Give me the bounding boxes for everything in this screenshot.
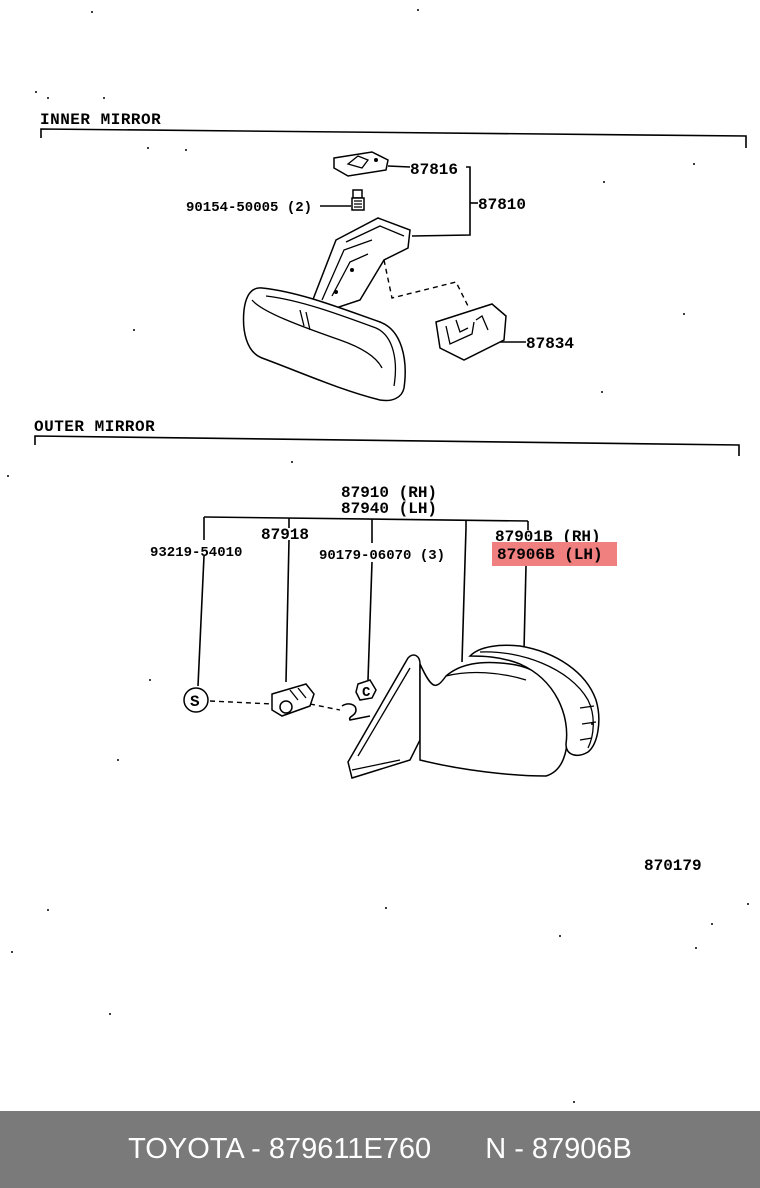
leader-93219 <box>197 555 205 687</box>
part-label-90179: 90179-06070 (3) <box>319 548 445 564</box>
part-label-87910: 87910 (RH) <box>341 484 437 502</box>
outer-mirror-assembly-drawing <box>347 644 600 779</box>
inner-mirror-section: INNER MIRROR 87816 87810 90154-50005 (2) <box>40 111 747 402</box>
part-number-footer: TOYOTA - 879611E760 N - 87906B <box>0 1111 760 1188</box>
outer-section-bracket <box>34 435 740 456</box>
leader-87810 <box>411 166 471 237</box>
leader-87918 <box>285 539 290 683</box>
part-label-87906b: 87906B (LH) <box>497 546 603 564</box>
clip-87816-drawing <box>333 151 389 177</box>
part-label-90154: 90154-50005 (2) <box>186 200 312 216</box>
leader-90179 <box>367 561 373 681</box>
leader-87906b <box>523 565 527 651</box>
leader-87816 <box>387 165 411 168</box>
part-label-87940: 87940 (LH) <box>341 500 437 518</box>
part-label-87810: 87810 <box>478 196 526 214</box>
outer-mirror-section: OUTER MIRROR 87910 (RH) 87940 (LH) 87918… <box>34 418 740 875</box>
inner-mirror-title: INNER MIRROR <box>40 111 161 129</box>
parts-diagram: INNER MIRROR 87816 87810 90154-50005 (2) <box>7 9 749 1103</box>
mirror-stay-drawing <box>311 217 411 311</box>
part-label-87834: 87834 <box>526 335 574 353</box>
symbol-c: C <box>362 685 371 701</box>
diagram-code: 870179 <box>644 857 702 875</box>
symbol-s: S <box>190 693 200 711</box>
symbol-s-drawing: S <box>183 687 209 713</box>
footer-diagram-number: N - 87906B <box>485 1133 632 1165</box>
leader-87910 <box>461 527 467 663</box>
part-label-87901b: 87901B (RH) <box>495 528 601 546</box>
connector-87918-drawing <box>271 683 315 717</box>
screw-90154-drawing <box>351 189 365 211</box>
footer-oem-number: TOYOTA - 879611E760 <box>128 1133 432 1165</box>
part-label-93219: 93219-54010 <box>150 545 242 561</box>
scan-specks <box>7 9 749 1103</box>
part-highlight <box>492 542 617 566</box>
wire-harness <box>341 703 371 721</box>
inner-section-bracket <box>40 128 747 148</box>
part-label-87816: 87816 <box>410 161 458 179</box>
outer-mirror-title: OUTER MIRROR <box>34 418 155 436</box>
inner-mirror-body-drawing <box>242 287 406 402</box>
dashed-leader-cover <box>383 259 469 307</box>
nut-90179-drawing: C <box>355 679 377 701</box>
part-label-87918: 87918 <box>261 526 309 544</box>
assembly-bracket <box>203 516 529 522</box>
cover-87834-drawing <box>435 303 507 361</box>
